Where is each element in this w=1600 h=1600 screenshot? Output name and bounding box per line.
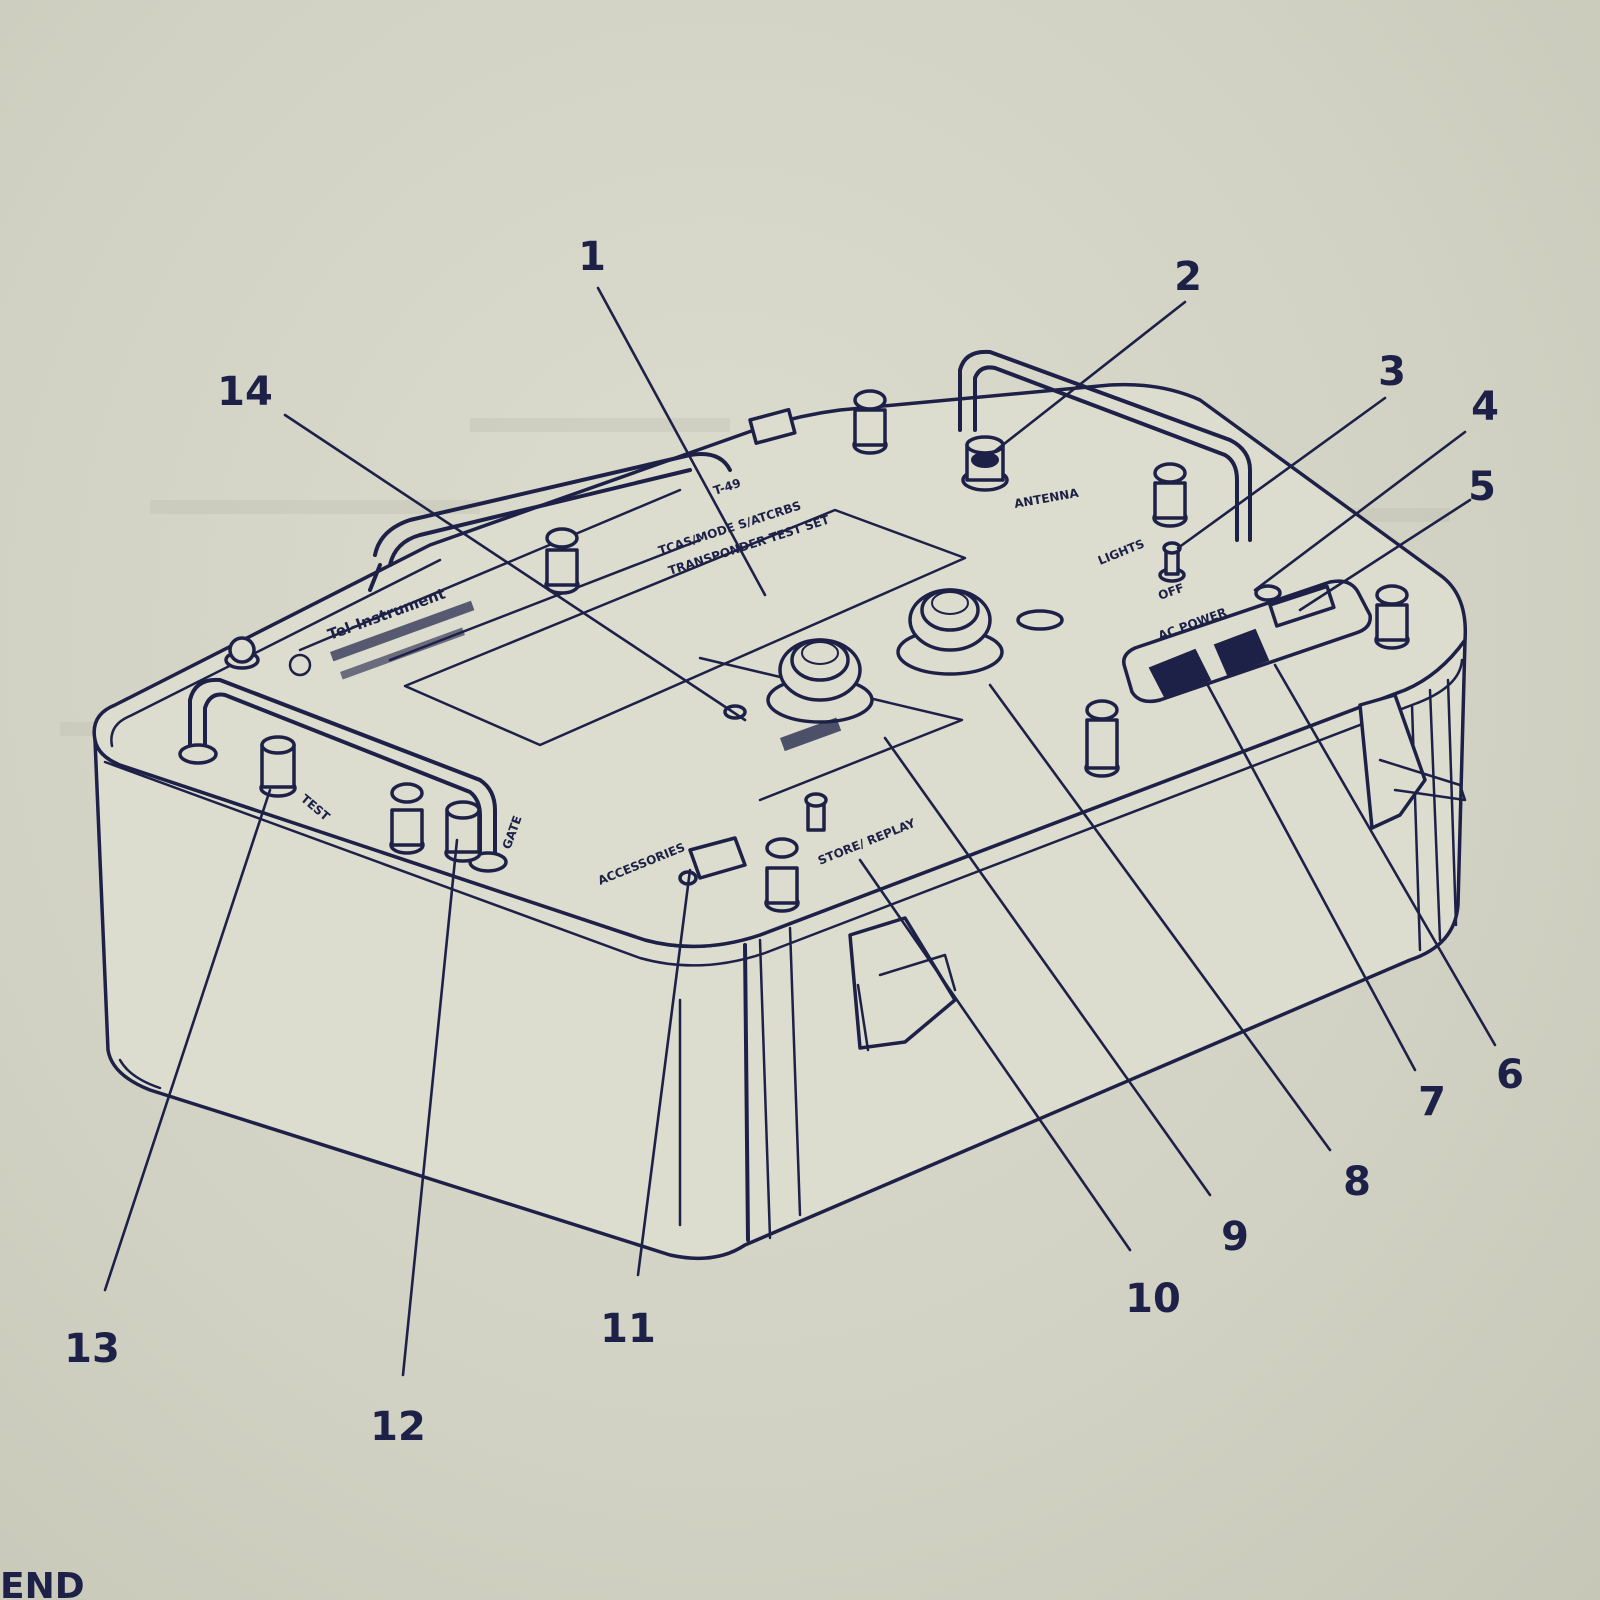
fuse-holder[interactable] [1254, 584, 1282, 602]
post-2 [1152, 462, 1188, 528]
callout-13: 13 [64, 1326, 120, 1372]
callout-4: 4 [1471, 384, 1499, 430]
post-1 [852, 389, 888, 455]
callout-12: 12 [370, 1404, 426, 1450]
leader-lines [103, 286, 1497, 1377]
callout-9: 9 [1221, 1214, 1249, 1260]
callout-3: 3 [1378, 349, 1406, 395]
side-latch[interactable] [1358, 693, 1467, 830]
callout-7: 7 [1418, 1079, 1446, 1125]
gate-connector[interactable]: GATE [444, 800, 525, 863]
control-knob-left[interactable] [766, 638, 874, 724]
handles [178, 349, 1252, 873]
callout-10: 10 [1125, 1276, 1181, 1322]
post-7 [389, 782, 425, 855]
callout-6: 6 [1496, 1052, 1524, 1098]
post-8 [764, 837, 800, 913]
post-5 [224, 636, 260, 670]
callout-8: 8 [1343, 1159, 1371, 1205]
post-4 [544, 527, 580, 595]
front-latch[interactable] [848, 916, 957, 1052]
callout-numbers: 1 2 3 4 5 6 7 8 9 10 11 12 13 14 [64, 234, 1524, 1450]
case-posts [224, 389, 1410, 913]
callout-2: 2 [1174, 254, 1202, 300]
callout-5: 5 [1468, 464, 1496, 510]
footer-text: END [0, 1566, 85, 1600]
callout-11: 11 [600, 1306, 656, 1352]
post-3 [1374, 584, 1410, 650]
small-switches[interactable] [723, 609, 1064, 752]
post-6 [1084, 699, 1120, 778]
callout-14: 14 [217, 369, 273, 415]
control-knob-right[interactable] [896, 588, 1004, 676]
callout-1: 1 [578, 234, 606, 280]
